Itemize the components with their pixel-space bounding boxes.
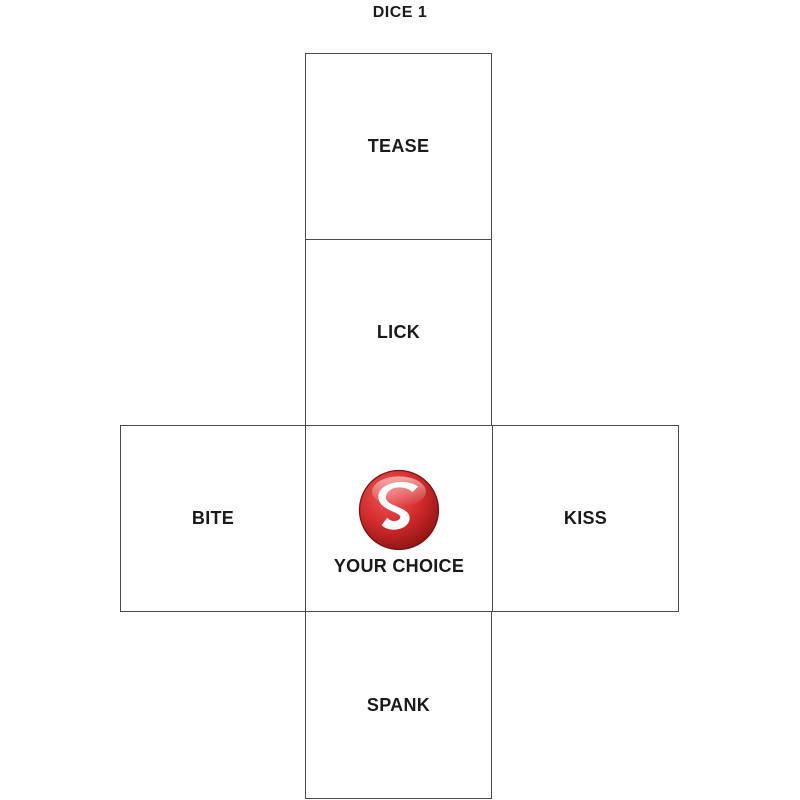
dice-face-right: KISS — [492, 425, 679, 612]
face-label-your-choice: YOUR CHOICE — [333, 556, 465, 576]
dice-face-bottom: SPANK — [305, 611, 492, 799]
dice-face-left: BITE — [120, 425, 306, 612]
face-label-bite: BITE — [191, 508, 235, 528]
dice-face-top: TEASE — [305, 53, 492, 240]
s-logo-icon — [358, 469, 440, 551]
page-title: DICE 1 — [372, 4, 428, 21]
face-label-kiss: KISS — [563, 508, 608, 528]
dice-face-upper: LICK — [305, 239, 492, 426]
face-label-spank: SPANK — [366, 694, 431, 715]
dice-face-center: YOUR CHOICE — [305, 425, 493, 612]
face-label-tease: TEASE — [367, 136, 430, 156]
face-label-lick: LICK — [376, 322, 421, 342]
